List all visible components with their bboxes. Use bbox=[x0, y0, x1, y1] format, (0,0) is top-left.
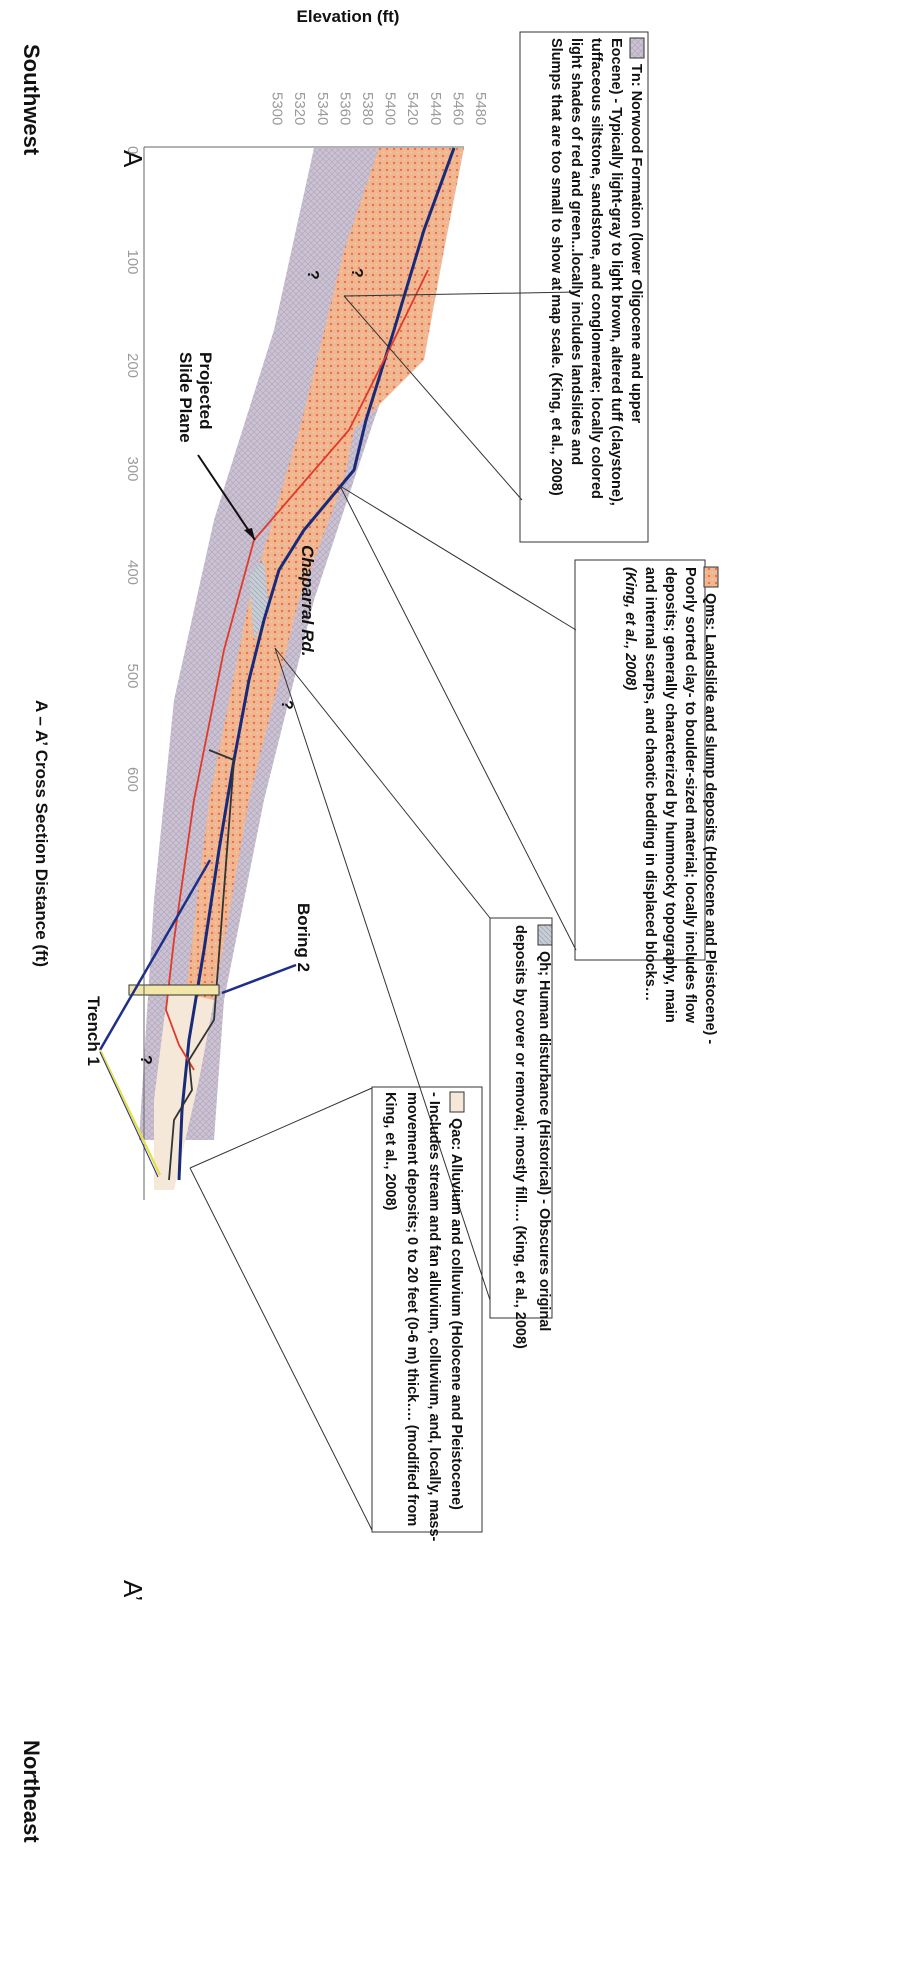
y-tick-label: 5480 bbox=[472, 92, 489, 125]
x-tick-label: 500 bbox=[124, 664, 141, 689]
qac-legend-box bbox=[371, 1086, 483, 1533]
slide-plane-arrow bbox=[197, 454, 256, 541]
slide-plane-line bbox=[165, 269, 429, 1071]
section-label-a: A bbox=[118, 150, 148, 168]
question-mark-4: ? bbox=[137, 1055, 154, 1065]
trench-arrow-2-outline bbox=[99, 1051, 159, 1178]
x-axis-title: A – A’ Cross Section Distance (ft) bbox=[32, 700, 51, 967]
y-tick-label: 5460 bbox=[449, 92, 466, 125]
tn-legend-line-1: Tn: Norwood Formation (lower Oligocene a… bbox=[628, 64, 644, 424]
qms-leader-1 bbox=[339, 485, 577, 631]
qms-legend-line-2: Poorly sorted clay- to boulder-sized mat… bbox=[682, 567, 698, 1024]
y-tick-label: 5300 bbox=[269, 92, 286, 125]
qac-legend-line-2: - Includes stream and fan alluvium, coll… bbox=[426, 1092, 442, 1542]
qh-legend-swatch bbox=[537, 924, 553, 946]
tn-legend-line-4: light shades of red and green...locally … bbox=[568, 38, 584, 465]
tn-leader-2 bbox=[343, 295, 523, 501]
slide-plane-label-1: Projected bbox=[196, 352, 215, 429]
qms-legend-swatch bbox=[703, 566, 719, 588]
trench-arrow-2 bbox=[98, 1049, 162, 1176]
qh-legend-box bbox=[489, 917, 553, 1319]
qac-legend-swatch bbox=[449, 1091, 465, 1113]
slide-plane-arrowhead bbox=[244, 528, 255, 540]
qac-legend-line-4: King, et al., 2008) bbox=[382, 1092, 398, 1211]
qms-legend-line-3: deposits; generally characterized by hum… bbox=[662, 567, 678, 1023]
qac-legend-line-3: movement deposits; 0 to 20 feet (0-6 m) … bbox=[404, 1092, 420, 1526]
qms-leader-2 bbox=[339, 485, 577, 951]
qh-leader-1 bbox=[274, 647, 491, 1301]
qh-legend-line-2: deposits by cover or removal; mostly fil… bbox=[512, 925, 528, 1349]
direction-southwest: Southwest bbox=[19, 44, 44, 156]
direction-northeast: Northeast bbox=[19, 1740, 44, 1843]
y-tick-label: 5420 bbox=[404, 92, 421, 125]
x-tick-label: 300 bbox=[124, 457, 141, 482]
boring-arrow bbox=[221, 963, 297, 995]
x-tick-labels: 0 100 200 300 400 500 600 bbox=[124, 146, 141, 792]
x-tick-label: 100 bbox=[124, 250, 141, 275]
y-tick-label: 5400 bbox=[382, 92, 399, 125]
boring-2-column bbox=[128, 984, 220, 996]
tn-legend-line-2: Eocene) - Typically light-gray to light … bbox=[608, 38, 624, 506]
y-tick-label: 5440 bbox=[427, 92, 444, 125]
y-tick-label: 5380 bbox=[359, 92, 376, 125]
tn-legend-line-3: tuffaceous siltstone, sandstone, and con… bbox=[588, 38, 604, 499]
question-mark-3: ? bbox=[278, 700, 295, 710]
y-tick-label: 5360 bbox=[336, 92, 353, 125]
y-tick-labels: 5480 5460 5440 5420 5400 5380 5360 5340 5320 5300 bbox=[269, 92, 489, 125]
qms-legend-box bbox=[574, 559, 706, 961]
tn-legend-swatch bbox=[629, 37, 645, 59]
slide-plane-label-2: Slide Plane bbox=[176, 352, 195, 443]
chaparral-label: Chaparral Rd. bbox=[298, 545, 317, 656]
tn-leader-1 bbox=[343, 291, 579, 297]
qh-leader-2 bbox=[274, 647, 491, 919]
qms-legend-line-5: (King, et al., 2008) bbox=[622, 567, 638, 690]
trench-arrow-1 bbox=[98, 859, 212, 1051]
y-tick-label: 5340 bbox=[314, 92, 331, 125]
tn-legend-box bbox=[519, 31, 649, 543]
x-tick-label: 200 bbox=[124, 353, 141, 378]
boring-label: Boring 2 bbox=[294, 903, 313, 972]
qac-leader-1 bbox=[189, 1087, 373, 1169]
qh-legend-line-1: Qh; Human disturbance (Historical) - Obs… bbox=[536, 951, 552, 1331]
qms-legend-line-1: Qms: Landslide and slump deposits (Holoc… bbox=[702, 593, 718, 1044]
x-tick-label: 400 bbox=[124, 560, 141, 585]
question-mark-1: ? bbox=[348, 268, 365, 278]
trench-label: Trench 1 bbox=[84, 996, 103, 1066]
y-axis-title: Elevation (ft) bbox=[297, 7, 400, 26]
x-tick-label: 0 bbox=[124, 146, 141, 154]
qac-legend-line-1: Qac: Alluvium and colluvium (Holocene an… bbox=[448, 1118, 464, 1510]
y-tick-label: 5320 bbox=[291, 92, 308, 125]
qac-leader-2 bbox=[189, 1167, 373, 1531]
question-mark-2: ? bbox=[304, 270, 321, 280]
qms-unit-area bbox=[174, 148, 464, 1080]
section-label-a-prime: A’ bbox=[118, 1580, 148, 1601]
trench-outline bbox=[168, 749, 235, 1181]
x-tick-label: 600 bbox=[124, 767, 141, 792]
tn-legend-line-5: Slumps that are too small to show at map… bbox=[548, 38, 564, 496]
qms-legend-line-4: and internal scarps, and chaotic bedding… bbox=[642, 567, 658, 1001]
